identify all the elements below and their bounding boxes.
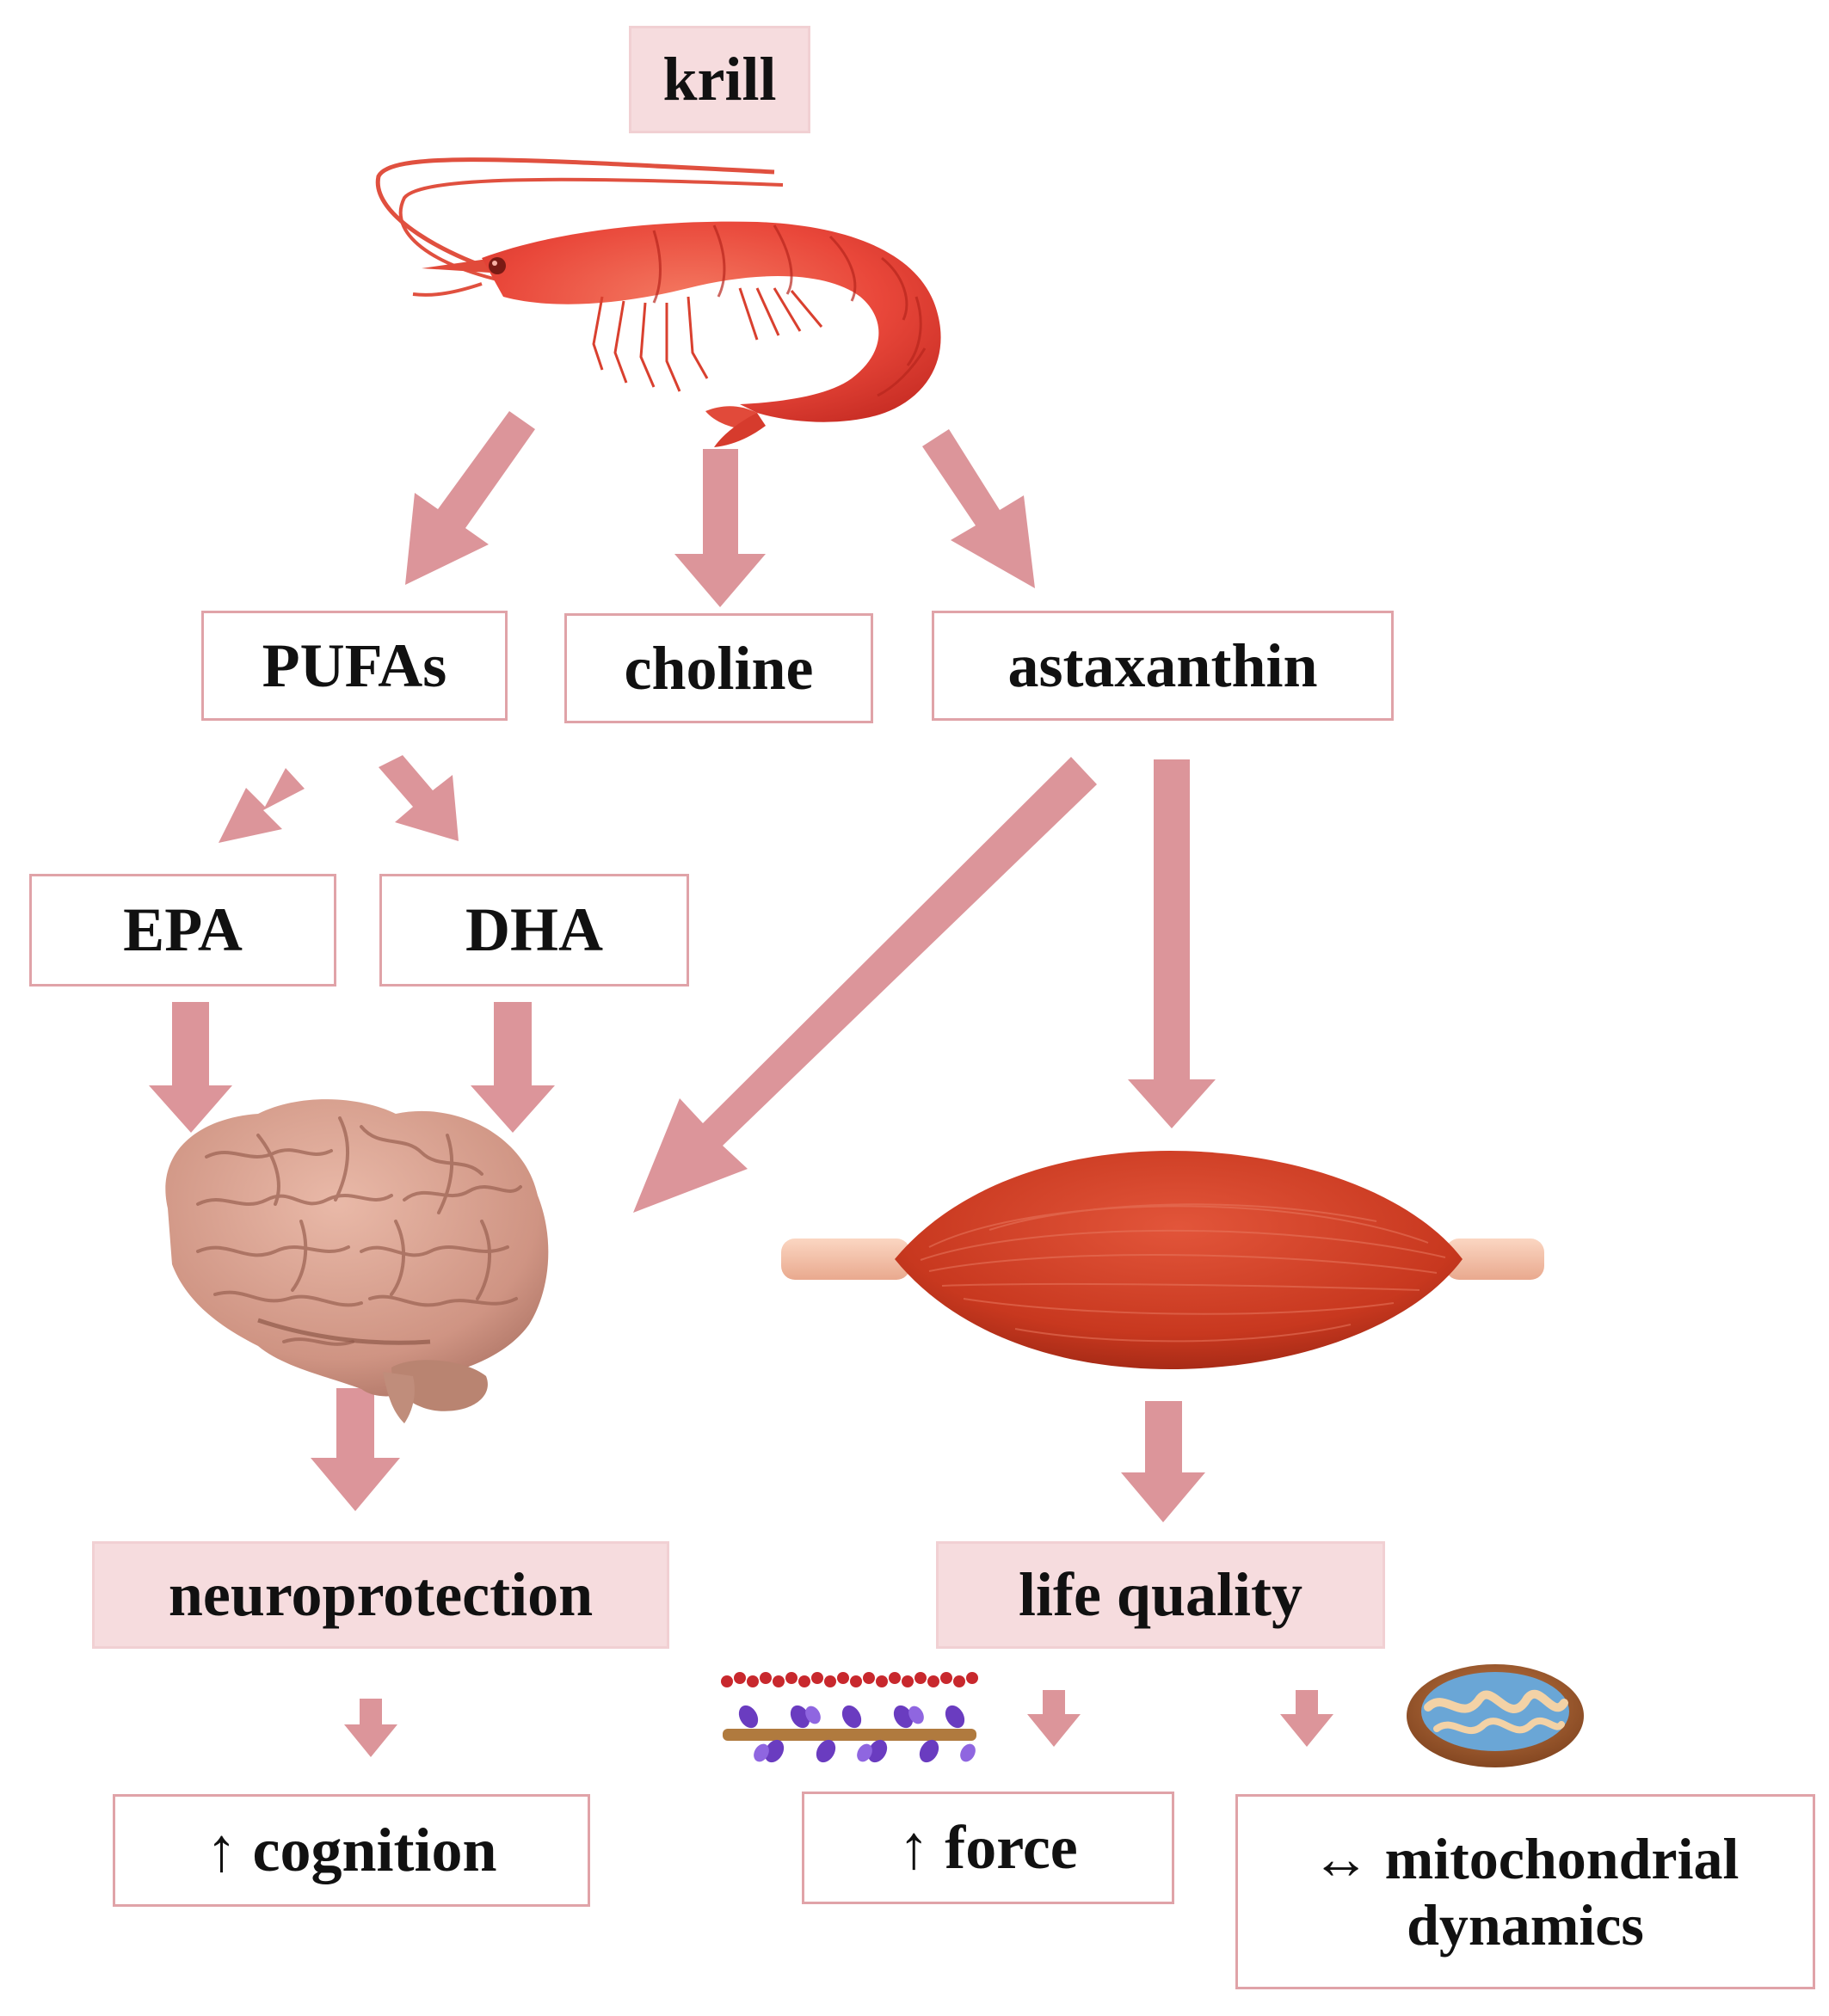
node-mitochondrial-dynamics-line1: ↔ mitochondrial (1311, 1826, 1740, 1892)
node-krill-label: krill (662, 45, 777, 114)
node-dha-label: DHA (465, 895, 603, 965)
node-force: ↑ force (802, 1792, 1174, 1904)
node-cognition-label: ↑ cognition (206, 1816, 497, 1885)
arrow-pufas-to-epa (219, 768, 305, 843)
node-choline-label: choline (624, 633, 814, 703)
sarcomere-illustration (721, 1672, 978, 1763)
node-choline: choline (564, 613, 873, 723)
arrow-neuroprotection-to-cognition (344, 1699, 397, 1757)
node-epa-label: EPA (123, 895, 243, 965)
shrimp-illustration (375, 157, 941, 447)
arrow-astaxanthin-to-brain (633, 757, 1097, 1213)
arrow-krill-to-choline (674, 449, 766, 607)
node-krill: krill (629, 26, 810, 133)
node-epa: EPA (29, 874, 336, 986)
mitochondrion-illustration (1407, 1664, 1584, 1767)
node-cognition: ↑ cognition (113, 1794, 590, 1907)
arrow-krill-to-pufas (405, 411, 535, 585)
muscle-illustration (781, 1151, 1544, 1369)
node-life-quality: life quality (936, 1541, 1385, 1649)
node-neuroprotection-label: neuroprotection (168, 1560, 594, 1630)
node-neuroprotection: neuroprotection (92, 1541, 669, 1649)
node-mitochondrial-dynamics: ↔ mitochondrial dynamics (1235, 1794, 1815, 1989)
node-force-label: ↑ force (898, 1813, 1078, 1883)
node-pufas-label: PUFAs (262, 630, 447, 700)
node-astaxanthin: astaxanthin (932, 611, 1394, 721)
arrow-muscle-to-life-quality (1121, 1401, 1205, 1522)
arrow-astaxanthin-to-muscle (1128, 759, 1216, 1128)
arrow-pufas-to-dha (379, 755, 459, 841)
arrow-brain-to-neuroprotection (311, 1388, 400, 1511)
node-dha: DHA (379, 874, 689, 986)
node-astaxanthin-label: astaxanthin (1007, 630, 1318, 700)
arrows (149, 411, 1333, 1757)
node-pufas: PUFAs (201, 611, 508, 721)
arrow-dha-to-brain (471, 1002, 555, 1133)
node-mitochondrial-dynamics-line2: dynamics (1407, 1891, 1644, 1958)
arrow-epa-to-brain (149, 1002, 232, 1133)
brain-illustration (165, 1099, 549, 1423)
arrow-krill-to-astaxanthin (922, 429, 1035, 588)
node-life-quality-label: life quality (1018, 1560, 1302, 1630)
arrow-life-quality-to-mitochondrial-dynamics (1280, 1690, 1333, 1747)
arrow-life-quality-to-force (1027, 1690, 1081, 1747)
